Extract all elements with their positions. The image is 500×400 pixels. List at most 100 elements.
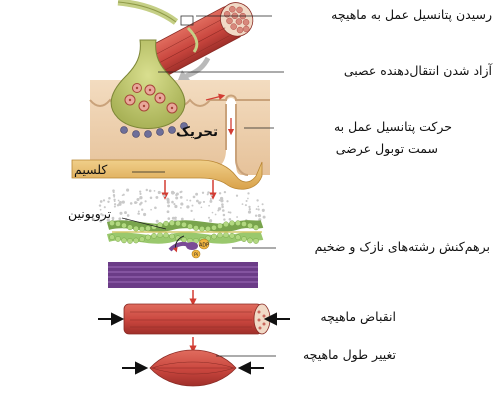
calcium-ion [247, 210, 252, 214]
calcium-ion [171, 200, 174, 204]
calcium-ion [244, 204, 247, 207]
calcium-ion [149, 196, 153, 200]
actin-bead [187, 223, 193, 230]
calcium-ion [140, 201, 143, 205]
calcium-ion [186, 205, 190, 209]
calcium-ion [209, 199, 213, 203]
calcium-ion [137, 210, 140, 213]
actin-bead [151, 233, 157, 239]
actin-bead [133, 225, 139, 232]
actin-bead [175, 220, 181, 227]
label-filament-interaction: برهم‌کنش رشته‌های نازک و ضخیم [314, 239, 490, 254]
label-troponin: تروپونین [68, 206, 112, 221]
calcium-ion [201, 191, 205, 194]
calcium-ion [141, 208, 144, 211]
calcium-ion [191, 204, 194, 207]
calcium-ion [248, 205, 251, 209]
receptors [120, 122, 188, 138]
calcium-ion [155, 219, 159, 223]
calcium-ion [192, 195, 196, 199]
calcium-ion [166, 210, 170, 214]
calcium-ion [217, 207, 222, 211]
actin-bead [127, 224, 133, 231]
actin-bead [163, 232, 169, 239]
calcium-ion [180, 217, 184, 221]
actin-bead [121, 222, 127, 229]
actin-bead [169, 220, 175, 226]
calcium-ion [223, 190, 227, 194]
zoom-arrow [185, 56, 211, 79]
calcium-ion [117, 199, 120, 202]
actin-bead [217, 232, 223, 239]
actin-bead [247, 237, 253, 244]
actin-bead [229, 220, 235, 226]
calcium-ion [113, 205, 116, 208]
calcium-ion [155, 195, 159, 199]
calcium-ion [223, 218, 226, 221]
calcium-ion [256, 199, 259, 202]
calcium-ion [189, 199, 192, 202]
calcium-ion [145, 188, 149, 192]
calcium-ion [261, 203, 264, 206]
calcium-ion [139, 196, 143, 200]
calcium-ion [98, 204, 102, 207]
calcium-ion [112, 218, 115, 221]
calcium-ion [245, 199, 248, 203]
calcium-ion [171, 216, 175, 220]
calcium-ion [143, 212, 147, 217]
calcium-ion [135, 201, 138, 204]
calcium-ion [229, 211, 232, 214]
calcium-ion [167, 217, 171, 220]
calcium-ion [101, 214, 104, 217]
calcium-ion [210, 194, 213, 197]
sarcoplasmic-reticulum [71, 159, 263, 190]
filament-interaction [106, 220, 264, 259]
axon-terminal [110, 39, 186, 129]
actin-bead [151, 224, 157, 230]
actin-bead [145, 234, 151, 241]
actin-bead [139, 226, 145, 232]
actin-bead [109, 234, 115, 240]
calcium-ion [218, 192, 222, 195]
calcium-ion [175, 193, 178, 197]
calcium-ion [112, 193, 116, 197]
calcium-ion [222, 209, 225, 212]
calcium-ion [262, 215, 266, 219]
calcium-ion [190, 209, 193, 213]
calcium-ion [122, 193, 125, 196]
calcium-ion [102, 199, 106, 202]
actin-bead [235, 234, 241, 241]
actin-bead [253, 224, 259, 231]
calcium-ion [99, 200, 103, 203]
contraction-arrow-left [98, 312, 125, 326]
calcium-ion [113, 198, 116, 201]
adp-text: ADP [199, 243, 209, 249]
leader-lines [121, 15, 284, 357]
calcium-ion [208, 204, 210, 207]
actin-bead [199, 226, 205, 232]
calcium-ion [106, 218, 110, 222]
calcium-ion [180, 207, 182, 209]
label-calcium: کلسیم [74, 162, 108, 177]
calcium-ion [193, 218, 195, 221]
calcium-ion [211, 211, 214, 214]
calcium-ion [180, 202, 184, 206]
actin-bead [115, 236, 121, 242]
actin-bead [127, 238, 133, 244]
calcium-ion [148, 189, 152, 193]
actin-bead [223, 221, 229, 228]
calcium-ion [221, 203, 224, 206]
calcium-ion [195, 192, 199, 196]
calcium-ion [108, 196, 111, 200]
calcium-ion [235, 194, 239, 197]
actin-bead [181, 221, 187, 228]
calcium-ion [107, 200, 110, 204]
calcium-ion [113, 203, 117, 206]
calcium-ion [157, 190, 161, 195]
calcium-ion [199, 201, 202, 204]
calcium-ion [248, 208, 251, 211]
calcium-ion [137, 212, 140, 215]
label-nt-release: آزاد شدن انتقال‌دهنده عصبی [343, 63, 492, 78]
calcium-ion [206, 193, 209, 196]
